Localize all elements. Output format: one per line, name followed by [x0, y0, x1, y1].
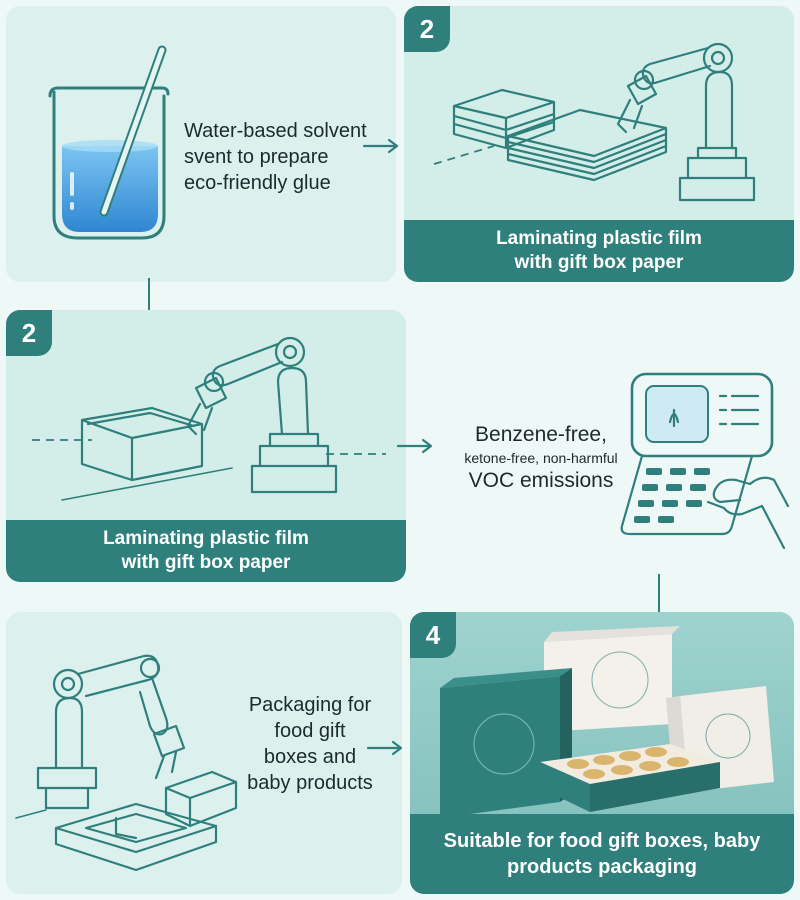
caption-line: food gift: [274, 720, 346, 742]
banner-line: with gift box paper: [121, 552, 291, 573]
step2b-panel: 2 Laminating plastic film with gift box …: [6, 310, 406, 582]
arrow-right-icon: [366, 740, 403, 756]
control-panel-icon: [620, 372, 790, 550]
banner-line: Laminating plastic film: [496, 228, 702, 249]
gift-box-icon: [440, 626, 774, 818]
step1-caption: Water-based solvent svent to prepare eco…: [184, 118, 367, 196]
banner-line: Laminating plastic film: [103, 528, 309, 549]
caption-line: baby products: [247, 772, 373, 794]
hand-icon: [706, 476, 790, 550]
caption-line: Packaging for: [248, 694, 372, 716]
robot-arm-icon: [15, 654, 238, 872]
step2a-banner: Laminating plastic film with gift box pa…: [404, 220, 794, 282]
step-badge: 4: [410, 612, 456, 658]
open-box-icon: [32, 406, 233, 501]
caption-line: ketone-free, non-harmful: [464, 450, 618, 466]
robot-arm-icon: [186, 336, 386, 494]
paper-stack-icon: [433, 88, 668, 182]
step2b-banner: Laminating plastic film with gift box pa…: [6, 520, 406, 582]
robot-arm-icon: [616, 42, 756, 202]
step4b-panel: 4 Suitable for food gift boxes, baby pro…: [410, 612, 794, 894]
step1-panel: Water-based solvent svent to prepare eco…: [6, 6, 396, 282]
step-badge: 2: [6, 310, 52, 356]
caption-line: svent to prepare: [184, 146, 329, 168]
step4a-panel: Packaging for food gift boxes and baby p…: [6, 612, 402, 894]
banner-line: with gift box paper: [514, 252, 684, 273]
arrow-right-icon: [396, 438, 433, 454]
banner-line: Suitable for food gift boxes, baby: [443, 830, 761, 852]
step3-caption: Benzene-free, ketone-free, non-harmful V…: [436, 422, 646, 494]
caption-line: boxes and: [263, 746, 357, 768]
step-badge: 2: [404, 6, 450, 52]
step4b-banner: Suitable for food gift boxes, baby produ…: [410, 814, 794, 894]
step2a-panel: 2 Laminating plastic film with gift box …: [404, 6, 794, 282]
stirring-rod-icon: [99, 45, 167, 217]
caption-line: Water-based solvent: [184, 120, 367, 142]
step4a-caption: Packaging for food gift boxes and baby p…: [240, 692, 380, 796]
caption-line: Benzene-free,: [475, 423, 607, 446]
banner-line: products packaging: [506, 856, 698, 878]
arrow-right-icon: [362, 138, 399, 154]
caption-line: VOC emissions: [468, 469, 614, 492]
caption-line: eco-friendly glue: [184, 172, 331, 194]
